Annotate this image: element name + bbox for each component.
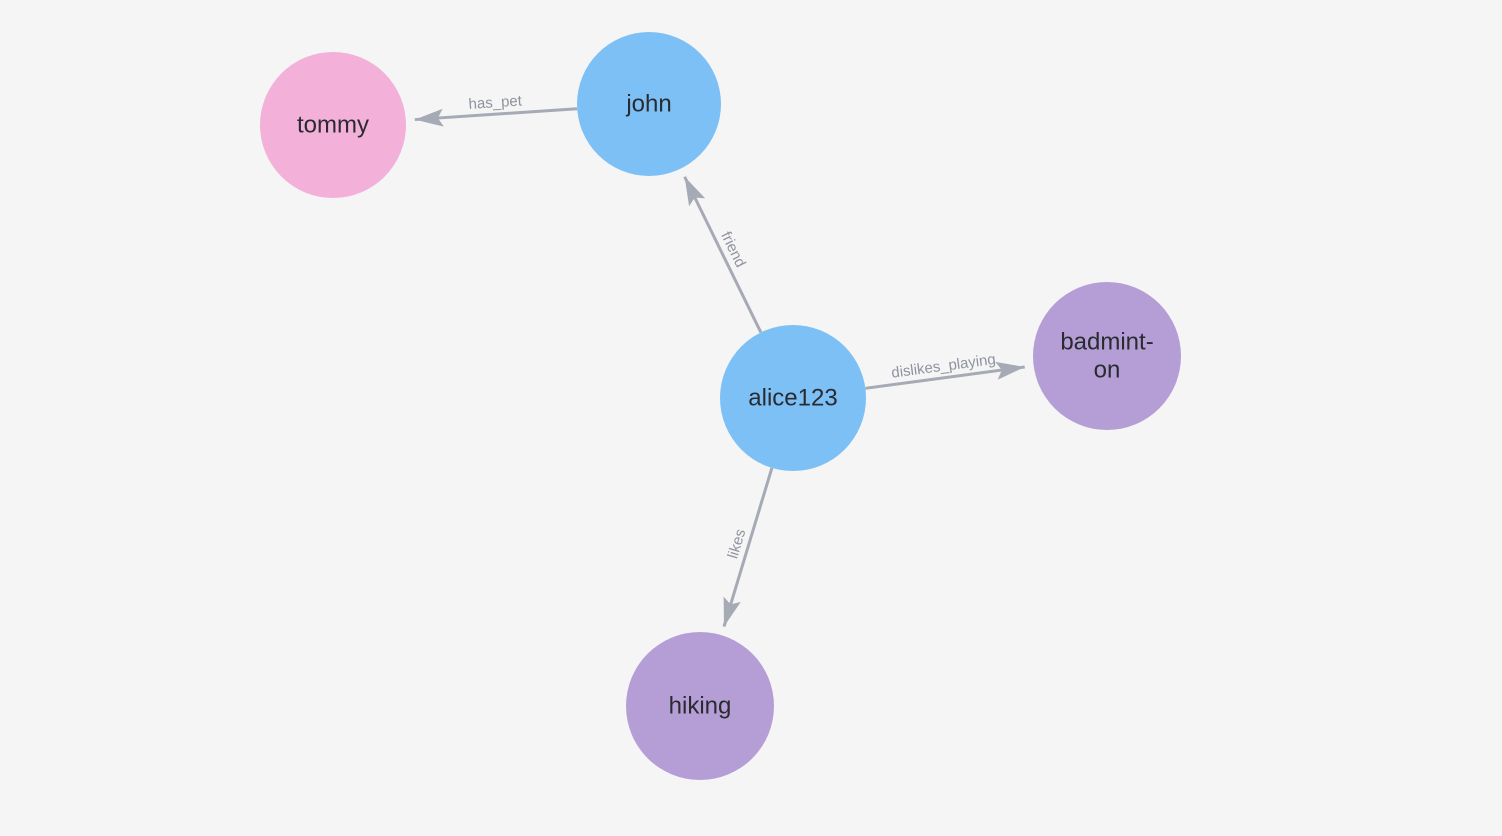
- relationship-line[interactable]: [722, 467, 774, 627]
- edge-likes[interactable]: likes: [722, 467, 774, 627]
- node-alice123[interactable]: alice123: [720, 325, 866, 471]
- relationship-label[interactable]: friend: [717, 229, 749, 270]
- node-john[interactable]: john: [577, 32, 721, 176]
- relationship-line[interactable]: [683, 176, 763, 334]
- node-circle-hiking[interactable]: [626, 632, 774, 780]
- node-badminton[interactable]: badmint-on: [1033, 282, 1181, 430]
- relationship-label[interactable]: has_pet: [468, 92, 523, 113]
- edge-dislikes_playing[interactable]: dislikes_playing: [865, 351, 1025, 390]
- node-hiking[interactable]: hiking: [626, 632, 774, 780]
- edge-has_pet[interactable]: has_pet: [414, 92, 578, 127]
- relationship-line[interactable]: [865, 361, 1025, 390]
- node-tommy[interactable]: tommy: [260, 52, 406, 198]
- node-circle-alice123[interactable]: [720, 325, 866, 471]
- node-circle-john[interactable]: [577, 32, 721, 176]
- relationship-line[interactable]: [414, 107, 578, 127]
- edge-friend[interactable]: friend: [683, 176, 763, 334]
- node-circle-badminton[interactable]: [1033, 282, 1181, 430]
- node-circle-tommy[interactable]: [260, 52, 406, 198]
